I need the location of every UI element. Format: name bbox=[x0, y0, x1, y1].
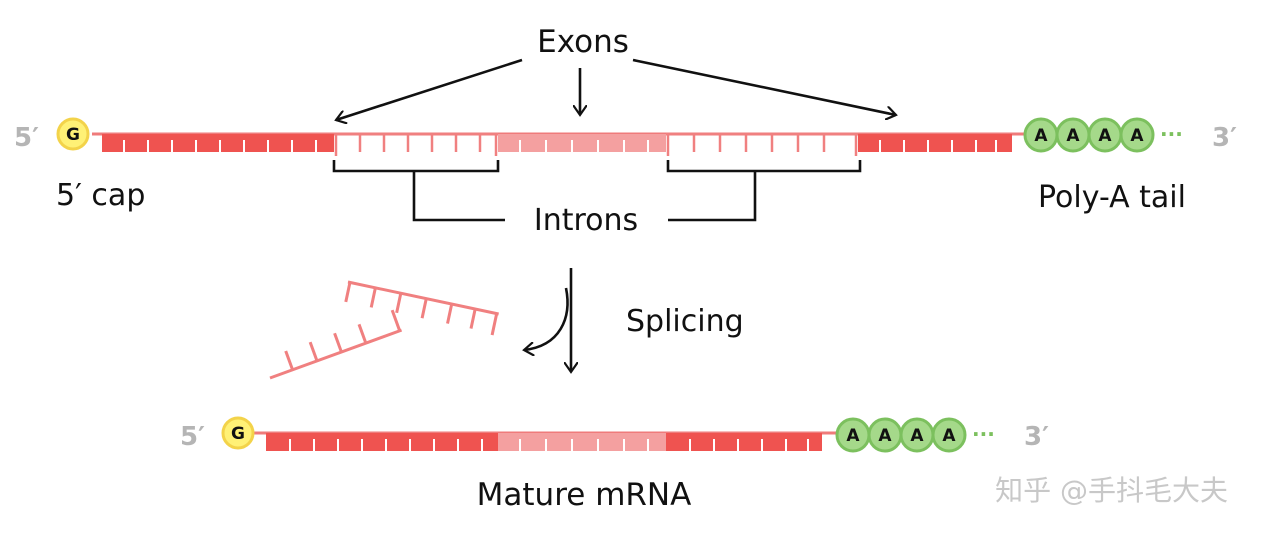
intron-bracket-right bbox=[666, 160, 862, 222]
introns-annotation bbox=[332, 160, 862, 222]
exon-2 bbox=[498, 134, 666, 152]
mature-five-prime-label: 5′ bbox=[180, 422, 205, 452]
splicing-label: Splicing bbox=[626, 304, 744, 339]
mature-tail-letter-1: A bbox=[846, 426, 860, 446]
splicing-annotation bbox=[524, 268, 571, 372]
exon-arrow-right bbox=[632, 58, 896, 115]
intron-bracket-left bbox=[332, 160, 505, 222]
five-prime-cap: G bbox=[56, 117, 90, 151]
exon-1 bbox=[102, 134, 334, 152]
mature-cap-letter: G bbox=[231, 424, 245, 444]
mature-tail-letter-3: A bbox=[910, 426, 924, 446]
intron-1 bbox=[334, 132, 498, 156]
cap-letter: G bbox=[66, 125, 80, 145]
pre-mrna-three-prime-label: 3′ bbox=[1212, 123, 1237, 153]
mature-exon-1 bbox=[266, 433, 498, 451]
excised-intron-1 bbox=[344, 280, 499, 336]
pre-mrna-five-prime-label: 5′ bbox=[14, 123, 39, 153]
poly-a-tail: A A A A ··· bbox=[1023, 117, 1183, 153]
splicing-curved-arrow bbox=[524, 287, 569, 350]
exons-label: Exons bbox=[537, 24, 629, 60]
pre-mrna: G A A A A ··· 5′ 3′ bbox=[14, 117, 1237, 156]
intron-2 bbox=[666, 132, 858, 156]
tail-letter-2: A bbox=[1066, 126, 1080, 146]
exons-annotation: Exons bbox=[336, 24, 896, 120]
tail-dots: ··· bbox=[1160, 122, 1183, 146]
mature-three-prime-label: 3′ bbox=[1024, 422, 1049, 452]
mature-mrna: G A A A A ··· 5′ 3′ bbox=[180, 416, 1049, 453]
watermark: 知乎 @手抖毛大夫 bbox=[995, 474, 1228, 507]
tail-letter-3: A bbox=[1098, 126, 1112, 146]
five-prime-cap-label: 5′ cap bbox=[56, 178, 145, 213]
introns-label: Introns bbox=[534, 203, 638, 238]
mature-exon-2 bbox=[498, 433, 666, 451]
mature-mrna-label: Mature mRNA bbox=[477, 477, 692, 513]
poly-a-tail-label: Poly-A tail bbox=[1038, 180, 1186, 215]
excised-intron-2 bbox=[269, 309, 403, 380]
mature-exon-3 bbox=[666, 433, 822, 451]
mature-tail-dots: ··· bbox=[972, 422, 995, 446]
tail-letter-4: A bbox=[1130, 126, 1144, 146]
tail-letter-1: A bbox=[1034, 126, 1048, 146]
mature-tail-letter-2: A bbox=[878, 426, 892, 446]
mature-poly-a-tail: A A A A ··· bbox=[835, 417, 995, 453]
mature-tail-letter-4: A bbox=[942, 426, 956, 446]
mature-five-prime-cap: G bbox=[221, 416, 255, 450]
exon-arrow-left bbox=[336, 58, 523, 120]
exon-3 bbox=[858, 134, 1012, 152]
